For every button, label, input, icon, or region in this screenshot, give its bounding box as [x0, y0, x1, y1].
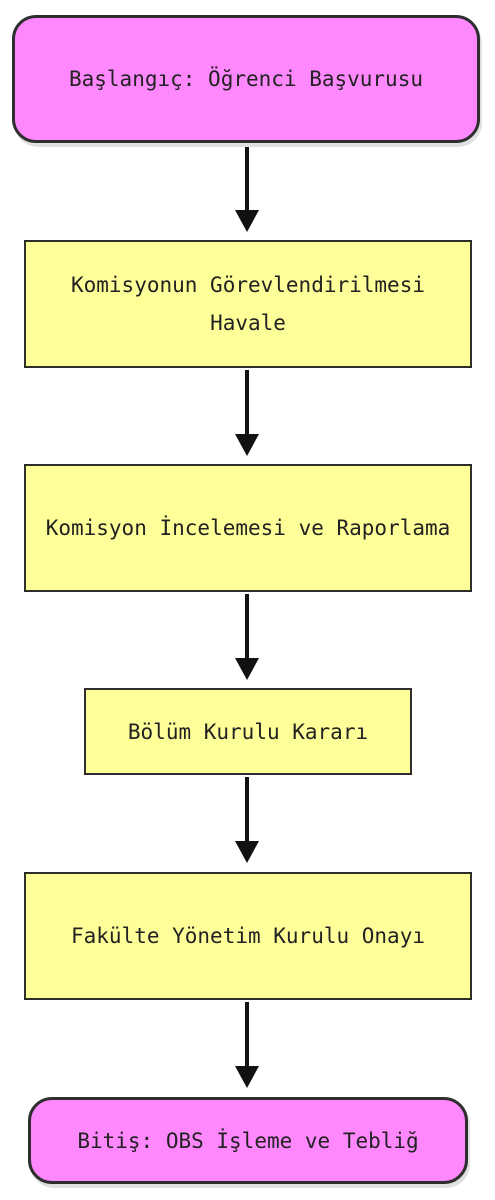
end-node: Bitiş: OBS İşleme ve Tebliğ — [28, 1097, 468, 1184]
step-department-board: Bölüm Kurulu Kararı — [84, 688, 412, 775]
arrowhead-3 — [235, 658, 259, 680]
step-faculty-board: Fakülte Yönetim Kurulu Onayı — [24, 872, 472, 1000]
step-commission-review: Komisyon İncelemesi ve Raporlama — [24, 464, 472, 592]
arrowhead-1 — [235, 210, 259, 232]
arrowhead-4 — [235, 841, 259, 863]
arrowhead-5 — [235, 1066, 259, 1088]
arrowhead-2 — [235, 434, 259, 456]
start-node: Başlangıç: Öğrenci Başvurusu — [12, 15, 480, 143]
step-commission-assignment: Komisyonun Görevlendirilmesi Havale — [24, 240, 472, 368]
